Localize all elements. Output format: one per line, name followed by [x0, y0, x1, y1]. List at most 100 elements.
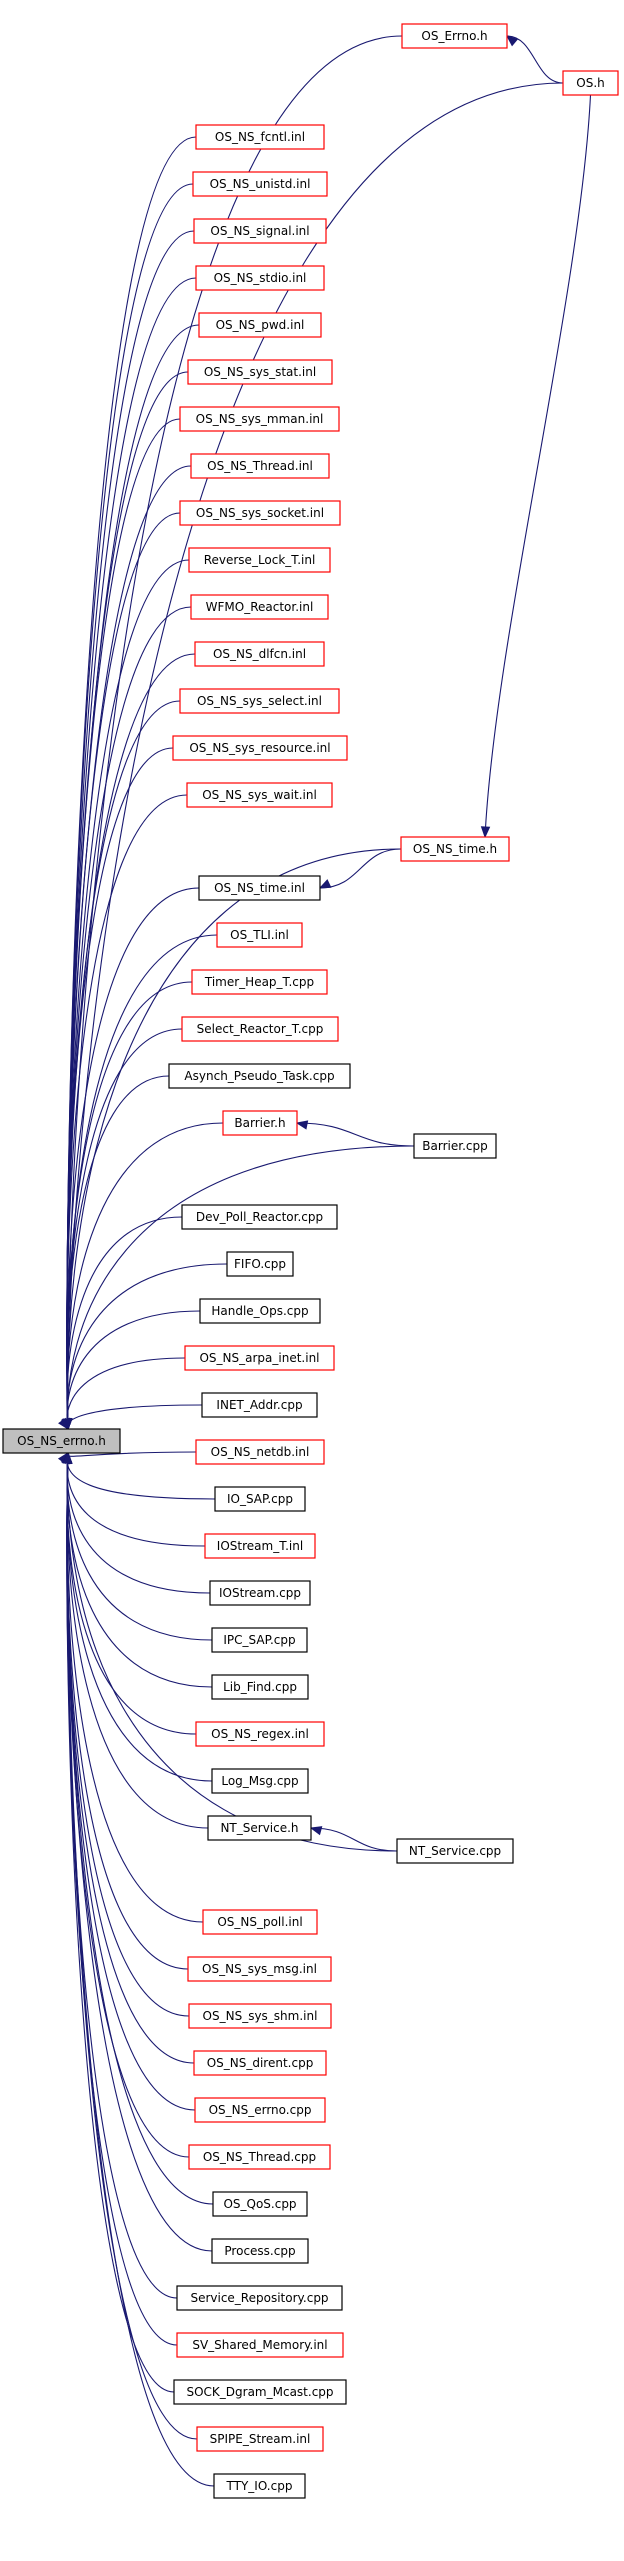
node-label: OS_NS_signal.inl — [210, 224, 309, 238]
node-box — [179, 688, 340, 714]
node-box — [195, 1439, 325, 1465]
node-label: SOCK_Dgram_Mcast.cpp — [186, 2385, 333, 2399]
node-timer_heap_t_cpp[interactable]: Timer_Heap_T.cpp — [191, 969, 328, 995]
node-nt_service_cpp[interactable]: NT_Service.cpp — [396, 1838, 514, 1864]
node-label: OS_QoS.cpp — [223, 2197, 296, 2211]
node-os_ns_sys_resource_inl[interactable]: OS_NS_sys_resource.inl — [172, 735, 348, 761]
node-os_ns_sys_wait_inl[interactable]: OS_NS_sys_wait.inl — [186, 782, 333, 808]
node-label: OS_NS_fcntl.inl — [215, 130, 305, 144]
node-os_ns_dirent_cpp[interactable]: OS_NS_dirent.cpp — [193, 2050, 327, 2076]
node-label: NT_Service.h — [220, 1821, 298, 1835]
node-box — [193, 218, 327, 244]
node-select_reactor_t_cpp[interactable]: Select_Reactor_T.cpp — [181, 1016, 339, 1042]
node-barrier_cpp[interactable]: Barrier.cpp — [413, 1133, 497, 1159]
node-spipe_stream_inl[interactable]: SPIPE_Stream.inl — [196, 2426, 324, 2452]
node-process_cpp[interactable]: Process.cpp — [211, 2238, 309, 2264]
edge-dev_poll_reactor_cpp-to-os_ns_errno_h — [66, 1216, 183, 1430]
node-os_ns_errno_cpp[interactable]: OS_NS_errno.cpp — [194, 2097, 326, 2123]
node-ipc_sap_cpp[interactable]: IPC_SAP.cpp — [211, 1627, 308, 1653]
node-box — [176, 2332, 344, 2358]
node-os_ns_pwd_inl[interactable]: OS_NS_pwd.inl — [198, 312, 322, 338]
node-tty_io_cpp[interactable]: TTY_IO.cpp — [213, 2473, 306, 2499]
node-os_ns_sys_select_inl[interactable]: OS_NS_sys_select.inl — [179, 688, 340, 714]
node-os_qos_cpp[interactable]: OS_QoS.cpp — [212, 2191, 308, 2217]
node-dev_poll_reactor_cpp[interactable]: Dev_Poll_Reactor.cpp — [181, 1204, 338, 1230]
node-os_ns_regex_inl[interactable]: OS_NS_regex.inl — [195, 1721, 325, 1747]
node-os_ns_dlfcn_inl[interactable]: OS_NS_dlfcn.inl — [194, 641, 325, 667]
node-reverse_lock_t_inl[interactable]: Reverse_Lock_T.inl — [188, 547, 331, 573]
node-os_ns_netdb_inl[interactable]: OS_NS_netdb.inl — [195, 1439, 325, 1465]
node-label: OS_NS_stdio.inl — [214, 271, 307, 285]
node-label: FIFO.cpp — [234, 1257, 286, 1271]
edge-os_h-to-os_errno_h-arrowhead — [505, 35, 519, 47]
node-label: OS_NS_regex.inl — [211, 1727, 309, 1741]
node-os_ns_time_inl[interactable]: OS_NS_time.inl — [198, 875, 321, 901]
node-os_ns_poll_inl[interactable]: OS_NS_poll.inl — [202, 1909, 318, 1935]
edge-os_ns_pwd_inl-to-os_ns_errno_h — [66, 324, 200, 1430]
edge-inet_addr_cpp-to-os_ns_errno_h — [66, 1404, 203, 1430]
edge-iostream_t_inl-to-os_ns_errno_h — [66, 1452, 206, 1547]
node-os_ns_signal_inl[interactable]: OS_NS_signal.inl — [193, 218, 327, 244]
edge-os_h-to-os_ns_time_h-arrowhead — [480, 826, 491, 839]
node-os_ns_fcntl_inl[interactable]: OS_NS_fcntl.inl — [195, 124, 325, 150]
edge-ipc_sap_cpp-to-os_ns_errno_h — [66, 1452, 213, 1641]
node-barrier_h[interactable]: Barrier.h — [222, 1110, 298, 1136]
node-os_h[interactable]: OS.h — [562, 70, 619, 96]
node-log_msg_cpp[interactable]: Log_Msg.cpp — [211, 1768, 309, 1794]
node-os_ns_sys_stat_inl[interactable]: OS_NS_sys_stat.inl — [187, 359, 333, 385]
edge-os_ns_time_h-to-os_ns_time_inl — [319, 848, 402, 889]
node-iostream_t_inl[interactable]: IOStream_T.inl — [204, 1533, 316, 1559]
edge-barrier_cpp-to-barrier_h — [296, 1122, 415, 1147]
node-fifo_cpp[interactable]: FIFO.cpp — [226, 1251, 294, 1277]
node-label: IPC_SAP.cpp — [223, 1633, 295, 1647]
node-sock_dgram_mcast_cpp[interactable]: SOCK_Dgram_Mcast.cpp — [173, 2379, 347, 2405]
node-box — [186, 782, 333, 808]
node-os_ns_stdio_inl[interactable]: OS_NS_stdio.inl — [195, 265, 325, 291]
node-label: NT_Service.cpp — [409, 1844, 501, 1858]
node-os_ns_sys_msg_inl[interactable]: OS_NS_sys_msg.inl — [187, 1956, 332, 1982]
node-box — [211, 1627, 308, 1653]
node-os_ns_thread_cpp[interactable]: OS_NS_Thread.cpp — [188, 2144, 331, 2170]
node-box — [222, 1110, 298, 1136]
node-inet_addr_cpp[interactable]: INET_Addr.cpp — [201, 1392, 318, 1418]
node-label: OS_NS_pwd.inl — [216, 318, 305, 332]
node-label: OS_Errno.h — [421, 29, 487, 43]
node-box — [173, 2379, 347, 2405]
node-box — [191, 969, 328, 995]
node-os_tli_inl[interactable]: OS_TLI.inl — [216, 922, 303, 948]
node-io_sap_cpp[interactable]: IO_SAP.cpp — [214, 1486, 306, 1512]
node-label: IOStream_T.inl — [217, 1539, 303, 1553]
node-box — [2, 1428, 121, 1454]
node-label: OS_NS_dlfcn.inl — [213, 647, 306, 661]
edge-os_ns_signal_inl-to-os_ns_errno_h — [66, 230, 195, 1430]
node-os_ns_sys_shm_inl[interactable]: OS_NS_sys_shm.inl — [188, 2003, 332, 2029]
node-lib_find_cpp[interactable]: Lib_Find.cpp — [211, 1674, 309, 1700]
node-os_ns_unistd_inl[interactable]: OS_NS_unistd.inl — [192, 171, 328, 197]
node-service_repository_cpp[interactable]: Service_Repository.cpp — [176, 2285, 343, 2311]
node-wfmo_reactor_inl[interactable]: WFMO_Reactor.inl — [190, 594, 329, 620]
node-os_ns_sys_socket_inl[interactable]: OS_NS_sys_socket.inl — [179, 500, 341, 526]
node-box — [179, 406, 340, 432]
edge-os_ns_sys_wait_inl-to-os_ns_errno_h — [66, 794, 188, 1430]
node-box — [192, 171, 328, 197]
node-os_ns_time_h[interactable]: OS_NS_time.h — [400, 836, 510, 862]
node-os_ns_arpa_inet_inl[interactable]: OS_NS_arpa_inet.inl — [184, 1345, 335, 1371]
node-handle_ops_cpp[interactable]: Handle_Ops.cpp — [199, 1298, 321, 1324]
edge-os_errno_h-to-os_ns_errno_h — [66, 35, 403, 1430]
node-os_ns_sys_mman_inl[interactable]: OS_NS_sys_mman.inl — [179, 406, 340, 432]
node-os_ns_thread_inl[interactable]: OS_NS_Thread.inl — [190, 453, 330, 479]
node-os_ns_errno_h[interactable]: OS_NS_errno.h — [2, 1428, 121, 1454]
edge-os_ns_time_h-to-os_ns_errno_h — [67, 848, 402, 1430]
edge-os_ns_thread_inl-to-os_ns_errno_h — [66, 465, 192, 1430]
edge-inet_addr_cpp-to-os_ns_errno_h-arrowhead — [58, 1417, 69, 1431]
edge-os_qos_cpp-to-os_ns_errno_h — [66, 1452, 214, 2205]
node-label: Lib_Find.cpp — [223, 1680, 297, 1694]
node-box — [181, 1204, 338, 1230]
node-asynch_pseudo_task_cpp[interactable]: Asynch_Pseudo_Task.cpp — [168, 1063, 351, 1089]
node-box — [211, 1674, 309, 1700]
node-sv_shared_memory_inl[interactable]: SV_Shared_Memory.inl — [176, 2332, 344, 2358]
node-nt_service_h[interactable]: NT_Service.h — [207, 1815, 312, 1841]
node-box — [193, 2050, 327, 2076]
node-os_errno_h[interactable]: OS_Errno.h — [401, 23, 508, 49]
node-iostream_cpp[interactable]: IOStream.cpp — [209, 1580, 311, 1606]
